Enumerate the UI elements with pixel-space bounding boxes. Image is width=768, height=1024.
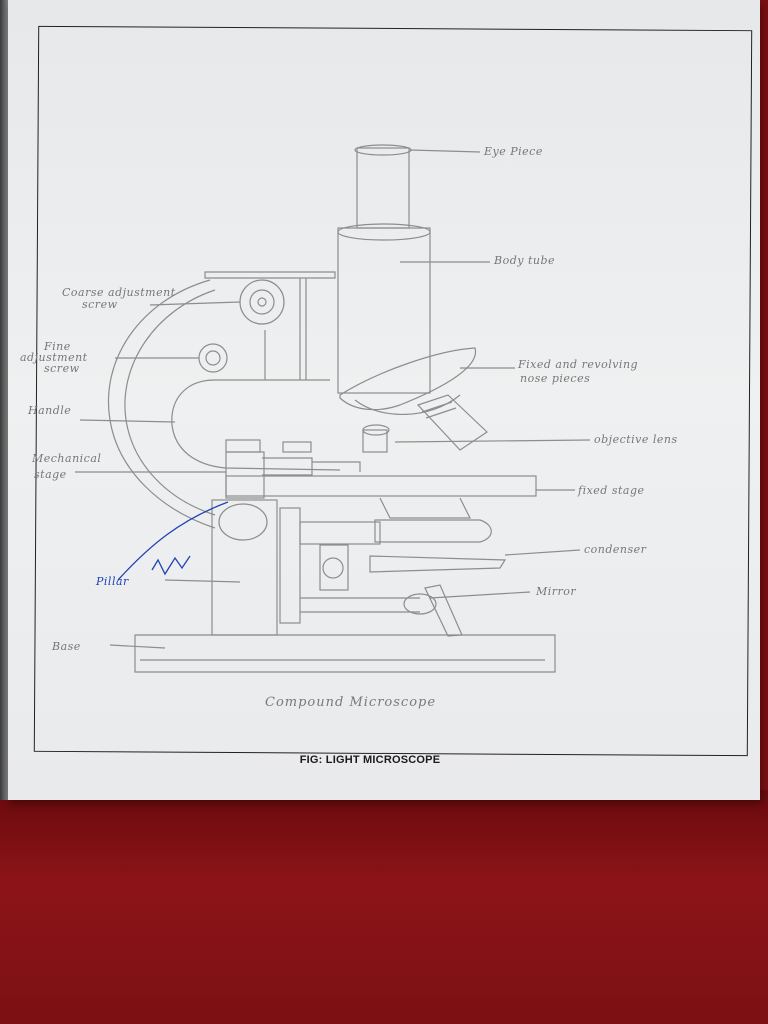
arm: [204, 271, 336, 279]
label-nose-piece: Fixed and revolving: [517, 358, 638, 371]
condenser: [374, 519, 492, 543]
label-eye-piece: Eye Piece: [483, 145, 543, 158]
body-tube: [337, 227, 431, 394]
label-base: Base: [51, 640, 81, 653]
label-nose-piece-2: nose pieces: [520, 372, 590, 385]
eye-piece: [356, 147, 410, 229]
ink-annotation: [117, 501, 229, 581]
label-condenser: condenser: [584, 543, 647, 556]
fixed-stage: [225, 475, 537, 497]
drawing-title: Compound Microscope: [265, 695, 436, 710]
base: [134, 634, 556, 673]
label-coarse-adjustment: Coarse adjustment: [62, 286, 176, 299]
red-cloth-background: [0, 790, 768, 1024]
nose-piece: [339, 347, 477, 411]
label-fine-3: screw: [44, 362, 80, 375]
figure-caption: FIG: LIGHT MICROSCOPE: [299, 754, 441, 766]
label-body-tube: Body tube: [493, 254, 555, 267]
label-coarse-adjustment-2: screw: [82, 298, 118, 311]
fine-adjustment-screw: [198, 343, 228, 373]
label-mirror: Mirror: [535, 585, 576, 598]
handle: [108, 279, 216, 529]
label-fine-2: adjustment: [20, 351, 88, 364]
objective-lens: [416, 394, 488, 451]
label-fine: Fine: [43, 340, 71, 353]
mirror: [300, 597, 420, 613]
label-mechanical-2: stage: [34, 468, 67, 481]
label-mechanical: Mechanical: [31, 452, 101, 465]
coarse-adjustment-screw: [239, 279, 285, 325]
paper-sheet: [8, 0, 760, 800]
label-objective-lens: objective lens: [594, 433, 678, 446]
label-fixed-stage: fixed stage: [577, 484, 645, 497]
label-handle: Handle: [27, 404, 71, 417]
label-pillar: Pillar: [95, 575, 129, 588]
